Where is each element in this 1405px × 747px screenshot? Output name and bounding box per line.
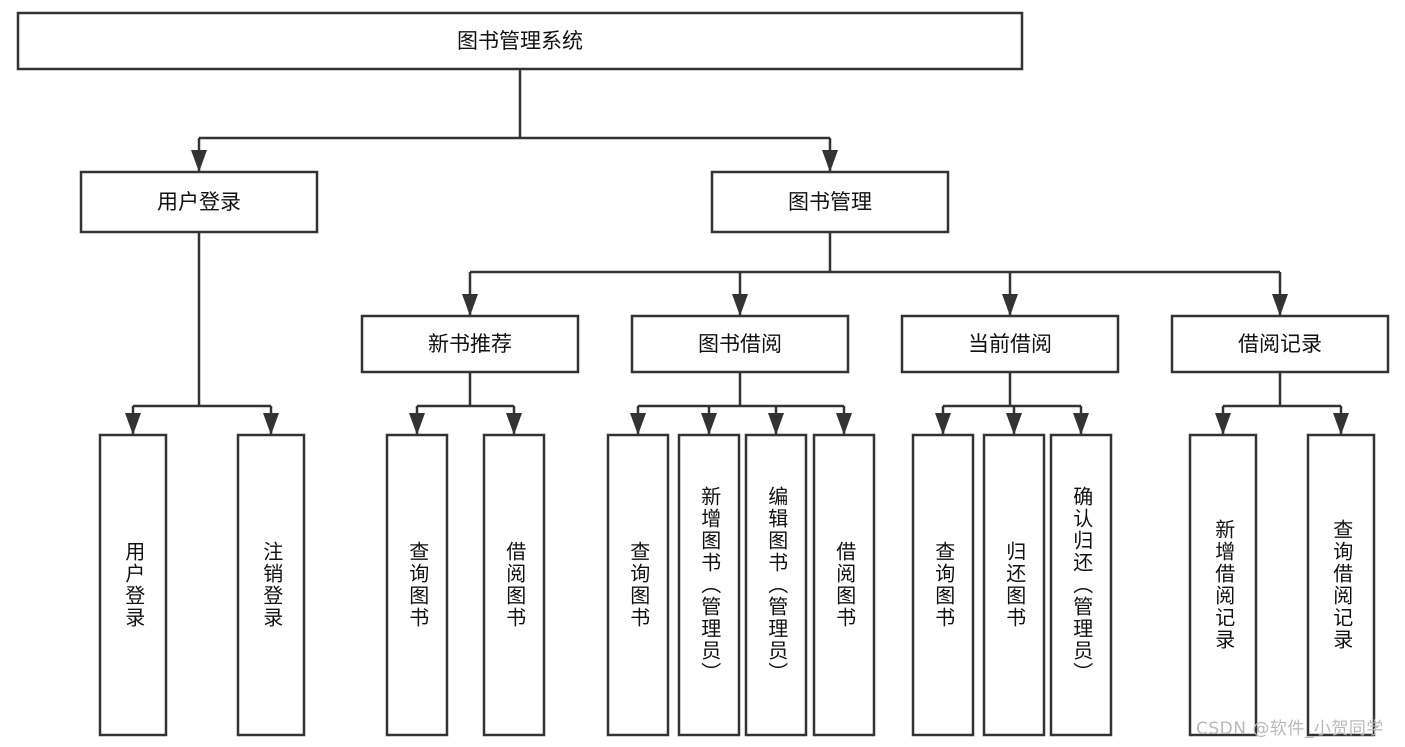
arrow-down-icon <box>822 150 838 172</box>
node-level2-0[interactable]: 用户登录 <box>79 170 319 234</box>
csdn-watermark: CSDN @软件_小贺同学 <box>1196 719 1384 739</box>
node-rect[interactable] <box>630 314 850 374</box>
node-label: 图书管理系统 <box>457 29 583 53</box>
arrow-down-icon <box>125 413 141 435</box>
arrow-down-icon <box>1215 413 1231 435</box>
node-label: 图书管理 <box>788 190 872 214</box>
connector-newbook-to-leaves <box>417 404 514 408</box>
node-level3-3[interactable]: 借阅记录 <box>1170 314 1390 374</box>
node-rect[interactable] <box>744 433 808 737</box>
node-rect[interactable] <box>606 433 670 737</box>
node-rect[interactable] <box>385 433 449 737</box>
node-level3-0[interactable]: 新书推荐 <box>360 314 580 374</box>
arrow-down-icon <box>732 294 748 316</box>
node-rect[interactable] <box>16 11 1024 71</box>
node-rect[interactable] <box>710 170 950 234</box>
arrow-down-icon <box>836 413 852 435</box>
arrow-down-icon <box>1006 413 1022 435</box>
node-rect[interactable] <box>911 433 975 737</box>
node-leaf-12[interactable] <box>1306 433 1376 737</box>
arrow-down-icon <box>409 413 425 435</box>
arrow-down-icon <box>768 413 784 435</box>
arrow-down-icon <box>630 413 646 435</box>
arrow-down-icon <box>935 413 951 435</box>
arrow-down-icon <box>1333 413 1349 435</box>
node-rect[interactable] <box>98 433 168 737</box>
arrow-down-icon <box>263 413 279 435</box>
node-rect[interactable] <box>1049 433 1113 737</box>
node-level3-1[interactable]: 图书借阅 <box>630 314 850 374</box>
node-rect[interactable] <box>360 314 580 374</box>
node-rect[interactable] <box>982 433 1046 737</box>
node-rect[interactable] <box>79 170 319 234</box>
arrow-down-icon <box>462 294 478 316</box>
node-rect[interactable] <box>677 433 741 737</box>
node-label: 借阅记录 <box>1238 332 1322 356</box>
node-label: 当前借阅 <box>968 332 1052 356</box>
node-leaf-1[interactable] <box>236 433 306 737</box>
node-label: 图书借阅 <box>698 332 782 356</box>
connector-books-to-level3 <box>470 270 1280 274</box>
node-leaf-8[interactable] <box>911 433 975 737</box>
node-rect[interactable] <box>236 433 306 737</box>
arrow-down-icon <box>701 413 717 435</box>
connector-current-to-leaves <box>943 404 1081 408</box>
node-label: 用户登录 <box>157 190 241 214</box>
node-leaf-2[interactable] <box>385 433 449 737</box>
connector-root-to-level2 <box>199 136 830 140</box>
arrow-down-icon <box>506 413 522 435</box>
node-leaf-11[interactable] <box>1188 433 1258 737</box>
node-rect[interactable] <box>812 433 876 737</box>
node-rect[interactable] <box>1306 433 1376 737</box>
node-leaf-9[interactable] <box>982 433 1046 737</box>
node-label: 新书推荐 <box>428 332 512 356</box>
node-leaf-10[interactable] <box>1049 433 1113 737</box>
arrow-down-icon <box>191 150 207 172</box>
node-level3-2[interactable]: 当前借阅 <box>900 314 1120 374</box>
node-rect[interactable] <box>482 433 546 737</box>
node-leaf-6[interactable] <box>744 433 808 737</box>
connector-login-to-leaves <box>133 404 271 408</box>
connector-record-to-leaves <box>1223 404 1341 408</box>
arrow-down-icon <box>1272 294 1288 316</box>
node-leaf-0[interactable] <box>98 433 168 737</box>
node-rect[interactable] <box>1170 314 1390 374</box>
node-leaf-7[interactable] <box>812 433 876 737</box>
node-leaf-3[interactable] <box>482 433 546 737</box>
node-root[interactable]: 图书管理系统 <box>16 11 1024 71</box>
node-leaf-4[interactable] <box>606 433 670 737</box>
node-rect[interactable] <box>900 314 1120 374</box>
node-leaf-5[interactable] <box>677 433 741 737</box>
arrow-down-icon <box>1073 413 1089 435</box>
node-level2-1[interactable]: 图书管理 <box>710 170 950 234</box>
arrow-down-icon <box>1002 294 1018 316</box>
node-rect[interactable] <box>1188 433 1258 737</box>
